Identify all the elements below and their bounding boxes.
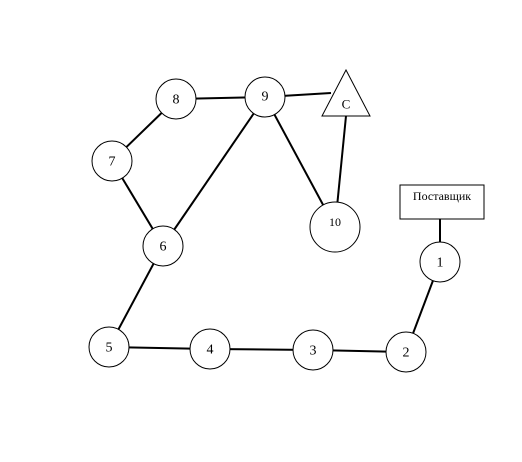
node-label: 6	[160, 240, 167, 255]
node-label: 3	[310, 344, 317, 359]
node-3: 3	[292, 329, 334, 371]
supplier-box: Поставщик	[399, 184, 485, 220]
node-label: 2	[403, 346, 410, 361]
node-label: 10	[329, 215, 341, 229]
node-6: 6	[142, 225, 184, 267]
node-10: 10	[309, 201, 361, 253]
node-label: 8	[173, 93, 180, 108]
node-label: 5	[106, 341, 113, 356]
node-label: 1	[437, 256, 444, 271]
consumer-triangle: С	[321, 68, 371, 117]
node-1: 1	[419, 241, 461, 283]
node-4: 4	[189, 328, 231, 370]
node-2: 2	[385, 331, 427, 373]
consumer-label: С	[342, 97, 351, 112]
node-7: 7	[91, 140, 133, 182]
edge-6-9	[162, 96, 266, 247]
edges	[108, 92, 441, 353]
node-9: 9	[244, 76, 286, 118]
node-8: 8	[155, 78, 197, 120]
node-5: 5	[88, 326, 130, 368]
node-label: 9	[262, 90, 269, 105]
supplier-label: Поставщик	[413, 189, 471, 203]
node-label: 4	[207, 343, 214, 358]
node-label: 7	[109, 155, 116, 170]
